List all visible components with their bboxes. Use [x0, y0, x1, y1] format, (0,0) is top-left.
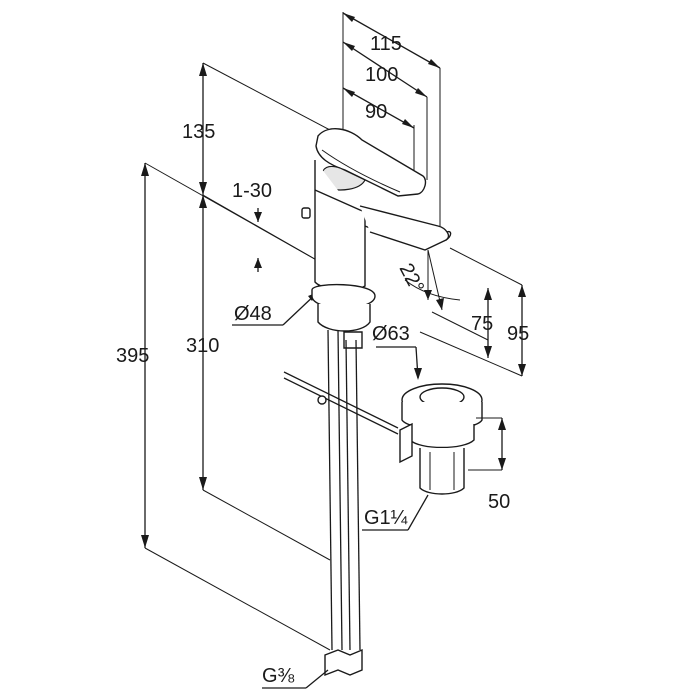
right-dimension-lines — [419, 247, 526, 377]
top-dimension-lines — [342, 12, 441, 230]
dim-g1-1-4-label: G1¼ — [364, 507, 408, 529]
pull-rod — [283, 371, 399, 435]
faucet-body — [301, 128, 452, 349]
dim-100-label: 100 — [365, 64, 398, 86]
dim-1-30-label: 1-30 — [232, 180, 272, 202]
g1-1-4-leader — [407, 494, 429, 531]
angle-marker — [404, 249, 461, 311]
dim-d63-label: Ø63 — [372, 323, 410, 345]
dim-310-label: 310 — [186, 335, 219, 357]
dim-90-label: 90 — [365, 101, 387, 123]
g3-8-leader — [305, 669, 329, 689]
drain-height-dimension — [468, 417, 506, 471]
supply-hoses — [324, 329, 363, 677]
dim-g3-8-label: G⅜ — [262, 665, 295, 687]
dim-50-label: 50 — [488, 491, 510, 513]
dim-115-label: 115 — [370, 33, 402, 55]
left-dimension-lines — [141, 62, 331, 651]
drain-assembly — [399, 383, 483, 495]
dim-135-label: 135 — [182, 121, 215, 143]
dim-75-label: 75 — [471, 313, 493, 335]
dim-d48-label: Ø48 — [234, 303, 272, 325]
dim-395-label: 395 — [116, 345, 149, 367]
dim-95-label: 95 — [507, 323, 529, 345]
